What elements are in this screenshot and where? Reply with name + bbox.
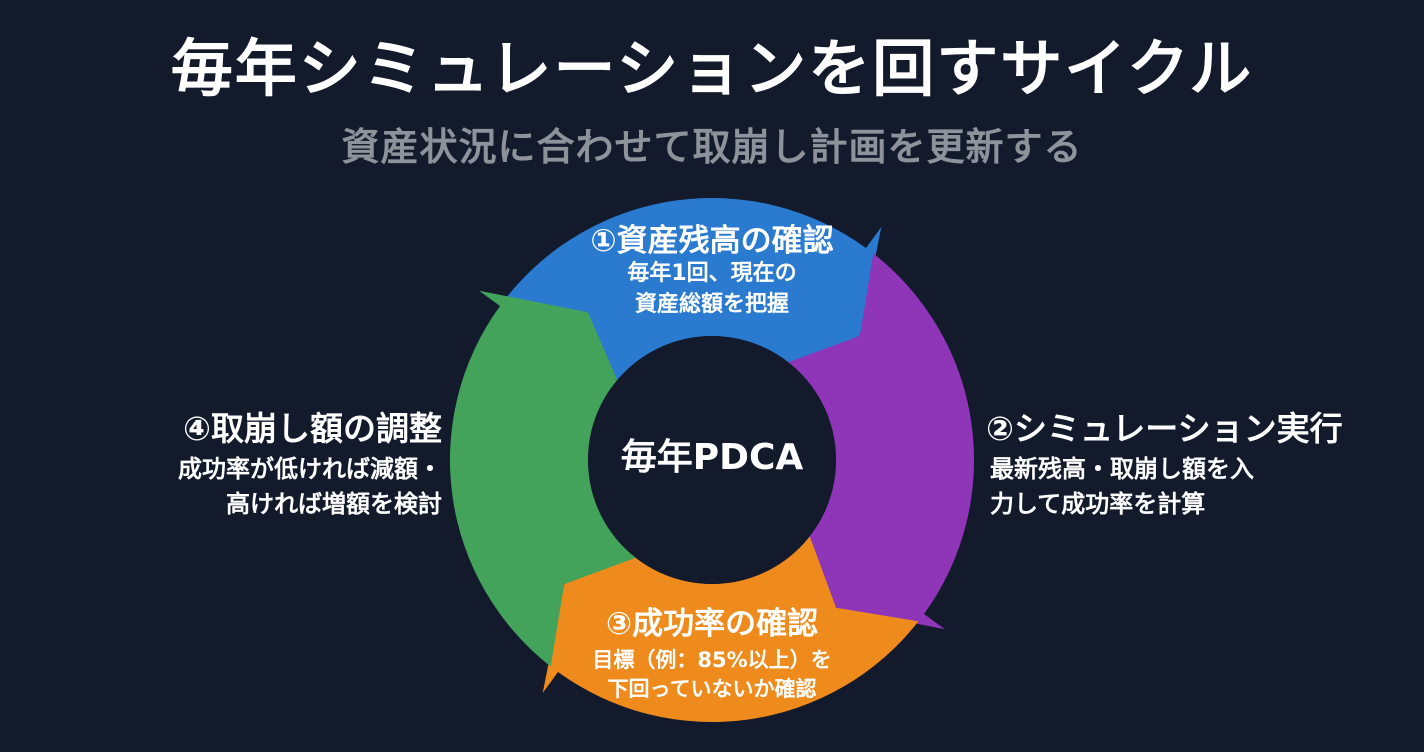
step-2-arrow-segment bbox=[788, 253, 975, 630]
step-3-line-2: 下回っていないか確認 bbox=[607, 677, 817, 701]
step-3-description: 目標（例：85%以上）を 下回っていないか確認 bbox=[532, 646, 892, 704]
step-3-title: ③成功率の確認 bbox=[605, 606, 819, 642]
step-1-arrow-segment bbox=[505, 197, 882, 384]
center-label: 毎年PDCA bbox=[620, 437, 804, 478]
step-4-line-2: 高ければ増額を検討 bbox=[226, 490, 442, 518]
page-subtitle: 資産状況に合わせて取崩し計画を更新する bbox=[341, 125, 1083, 169]
step-2-title: ②シミュレーション実行 bbox=[986, 409, 1343, 448]
step-2-description: 最新残高・取崩し額を入 力して成功率を計算 bbox=[990, 452, 1254, 522]
step-2-line-1: 最新残高・取崩し額を入 bbox=[990, 455, 1254, 483]
page-title: 毎年シミュレーションを回すサイクル bbox=[170, 32, 1254, 105]
step-1-line-2: 資産総額を把握 bbox=[634, 292, 789, 317]
step-1-line-1: 毎年1回、現在の bbox=[627, 261, 797, 286]
step-4-line-1: 成功率が低ければ減額・ bbox=[178, 455, 442, 483]
step-4-title: ④取崩し額の調整 bbox=[183, 409, 442, 448]
step-1-title: ①資産残高の確認 bbox=[590, 223, 834, 259]
step-1-description: 毎年1回、現在の 資産総額を把握 bbox=[552, 258, 872, 320]
step-3-line-1: 目標（例：85%以上）を bbox=[592, 648, 832, 672]
step-2-line-2: 力して成功率を計算 bbox=[990, 490, 1206, 518]
step-4-description: 成功率が低ければ減額・ 高ければ増額を検討 bbox=[82, 452, 442, 522]
center-hole bbox=[588, 336, 836, 584]
step-4-arrow-segment bbox=[449, 290, 636, 667]
step-3-arrow-segment bbox=[542, 536, 919, 723]
